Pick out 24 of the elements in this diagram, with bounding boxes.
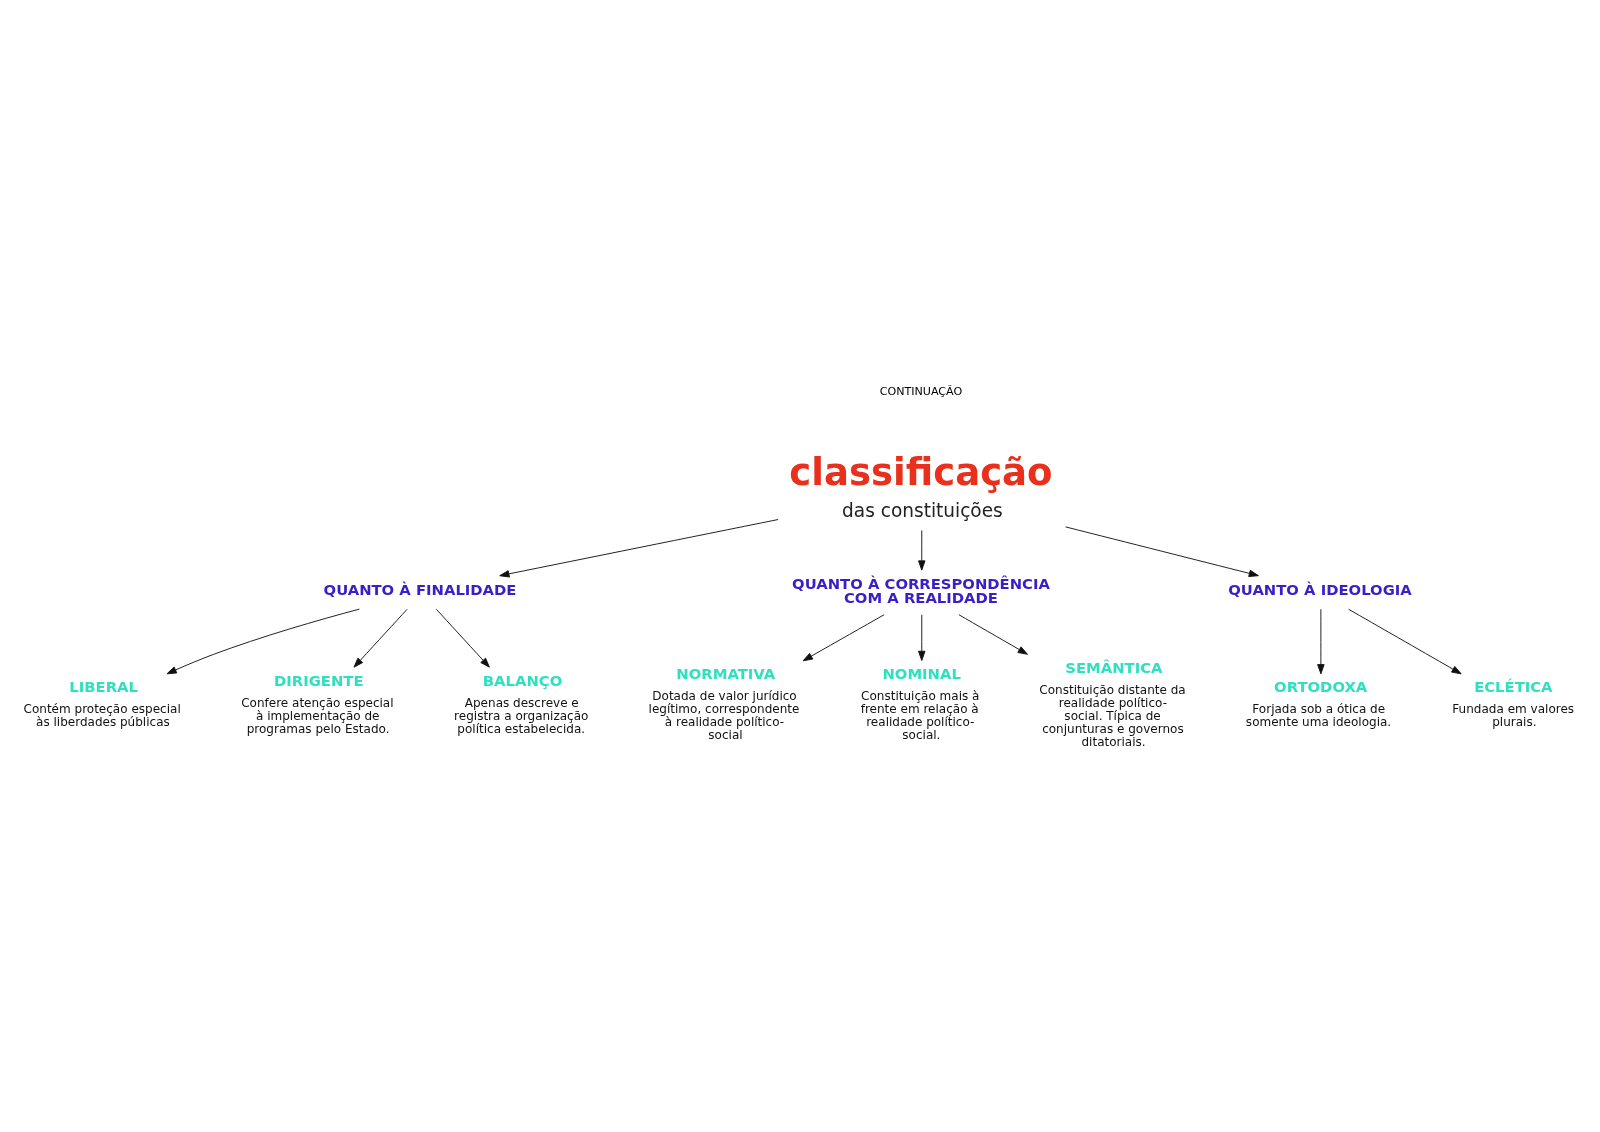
arrow bbox=[1317, 608, 1325, 675]
node-text: LIBERAL Contém proteção especial às liberdades públicas bbox=[23, 678, 181, 730]
node-text: classificação das constituições bbox=[789, 450, 1053, 522]
arrow bbox=[166, 608, 360, 675]
arrow bbox=[1065, 526, 1259, 578]
arrow bbox=[499, 519, 779, 578]
node-text: SEMÂNTICA Constituição distante da realidade político-social. Típica de conjunturas e governos ditatoriais. bbox=[1039, 658, 1186, 749]
node-text: QUANTO À IDEOLOGIA bbox=[1228, 580, 1412, 598]
arrow bbox=[353, 608, 408, 668]
node-text: ORTODOXA Forjada sob a ótica de somente uma ideologia. bbox=[1245, 678, 1392, 730]
node-text: NOMINAL Constituição mais à frente em relação à realidade político-social. bbox=[860, 665, 980, 743]
arrow bbox=[1348, 608, 1462, 675]
node-text: QUANTO À CORRESPONDÊNCIA COM A REALIDADE bbox=[792, 574, 1050, 607]
node-text: BALANÇO Apenas descreve e registra a organização política estabelecida. bbox=[454, 671, 589, 736]
arrow bbox=[918, 529, 926, 571]
node-text: NORMATIVA Dotada de valor jurídico legítimo, correspondente à realidade político-social bbox=[648, 665, 800, 743]
arrow bbox=[802, 614, 885, 662]
node-text: ECLÉTICA Fundada em valores plurais. bbox=[1452, 678, 1575, 730]
label: CONTINUAÇÃO bbox=[879, 385, 963, 399]
arrow bbox=[435, 608, 490, 668]
arrow bbox=[918, 614, 926, 661]
node-text: DIRIGENTE Confere atenção especial à implementação de programas pelo Estado. bbox=[241, 671, 394, 736]
node-text: QUANTO À FINALIDADE bbox=[323, 580, 517, 598]
arrow bbox=[958, 614, 1028, 655]
